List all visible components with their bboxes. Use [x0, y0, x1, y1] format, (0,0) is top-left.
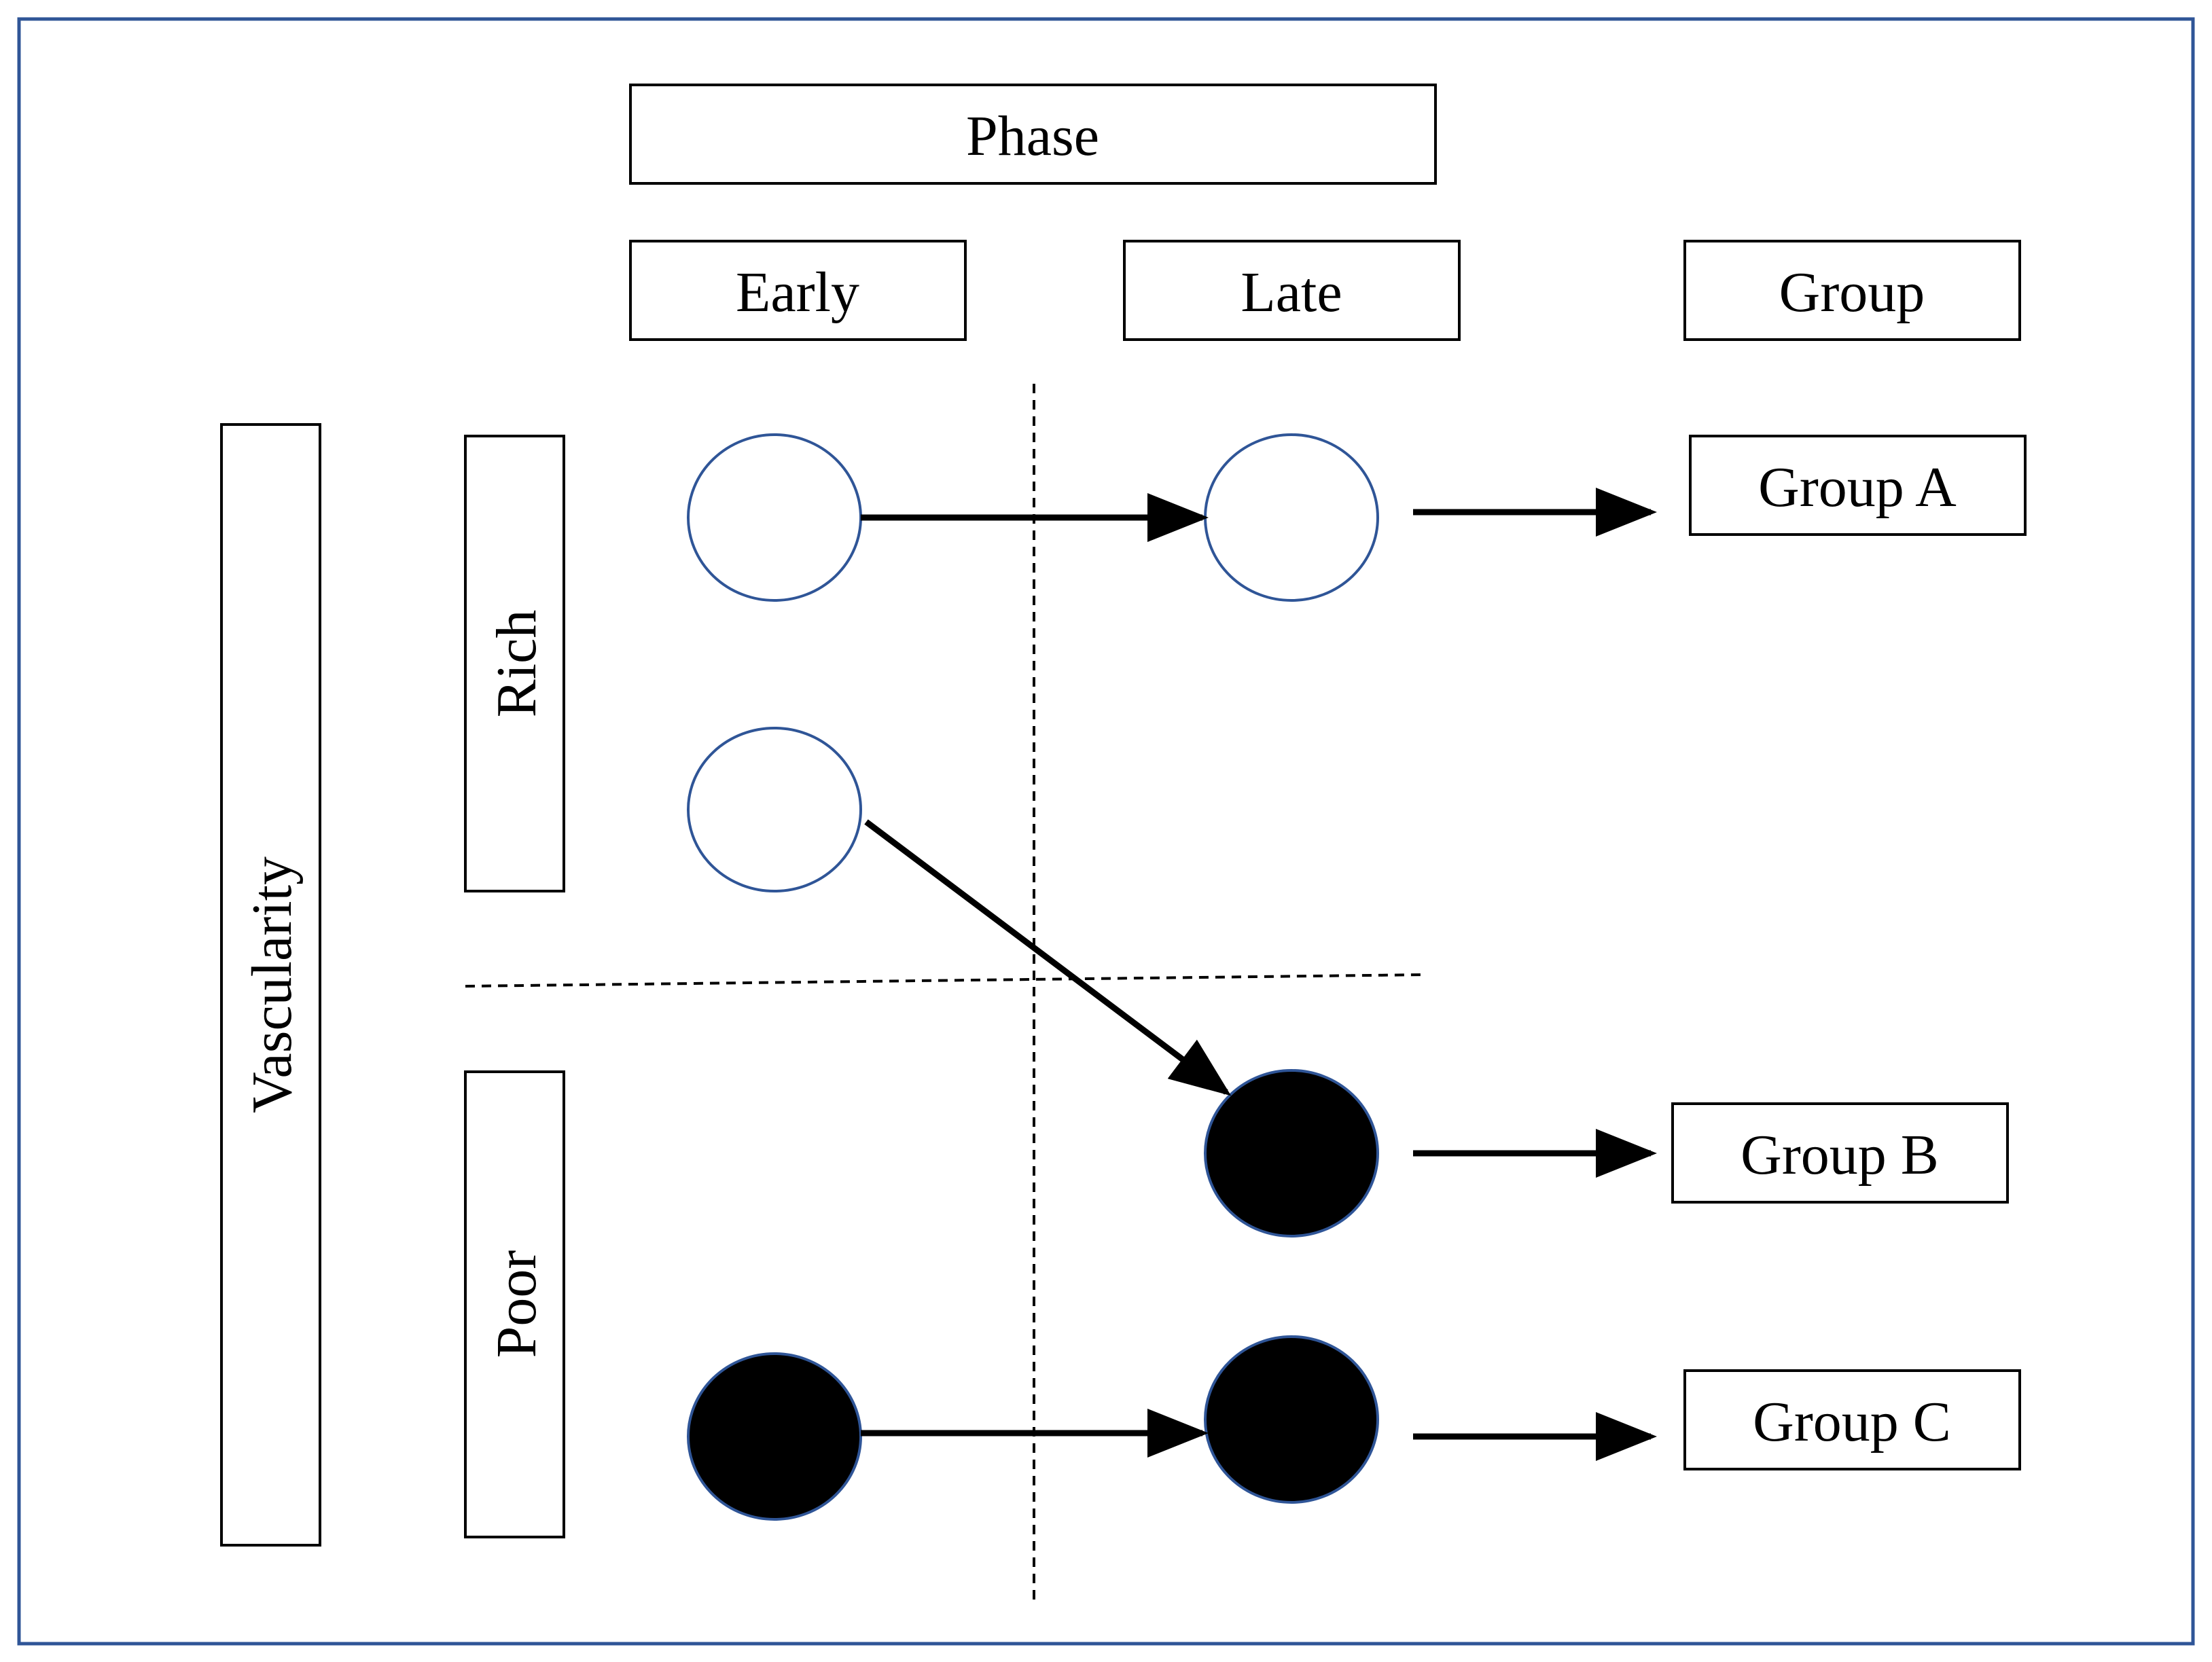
horizontal-divider — [465, 973, 1427, 988]
rich-label: Rich — [485, 610, 548, 718]
node-rich-late — [1204, 433, 1379, 602]
group-c-label: Group C — [1753, 1390, 1951, 1453]
group-a-box: Group A — [1689, 435, 2027, 536]
phase-label: Phase — [966, 105, 1099, 168]
group-c-box: Group C — [1683, 1369, 2021, 1470]
node-poor-early — [687, 1352, 862, 1521]
group-label: Group — [1779, 261, 1925, 324]
node-rich-early-1 — [687, 433, 862, 602]
node-poor-late-1 — [1204, 1069, 1379, 1238]
node-poor-late-2 — [1204, 1335, 1379, 1504]
early-label: Early — [736, 261, 859, 324]
group-a-label: Group A — [1758, 456, 1957, 519]
group-header: Group — [1683, 240, 2021, 341]
phase-header: Phase — [629, 84, 1437, 185]
arrow-rich-early-to-poor-late — [864, 819, 1232, 1096]
rich-box: Rich — [464, 435, 565, 892]
vascularity-label: Vascularity — [240, 856, 304, 1113]
group-b-label: Group B — [1741, 1123, 1939, 1187]
poor-box: Poor — [464, 1070, 565, 1538]
late-label: Late — [1241, 261, 1342, 324]
early-header: Early — [629, 240, 967, 341]
late-header: Late — [1123, 240, 1461, 341]
poor-label: Poor — [485, 1250, 548, 1358]
node-rich-early-2 — [687, 727, 862, 892]
vascularity-box: Vascularity — [220, 423, 321, 1547]
group-b-box: Group B — [1671, 1102, 2009, 1204]
